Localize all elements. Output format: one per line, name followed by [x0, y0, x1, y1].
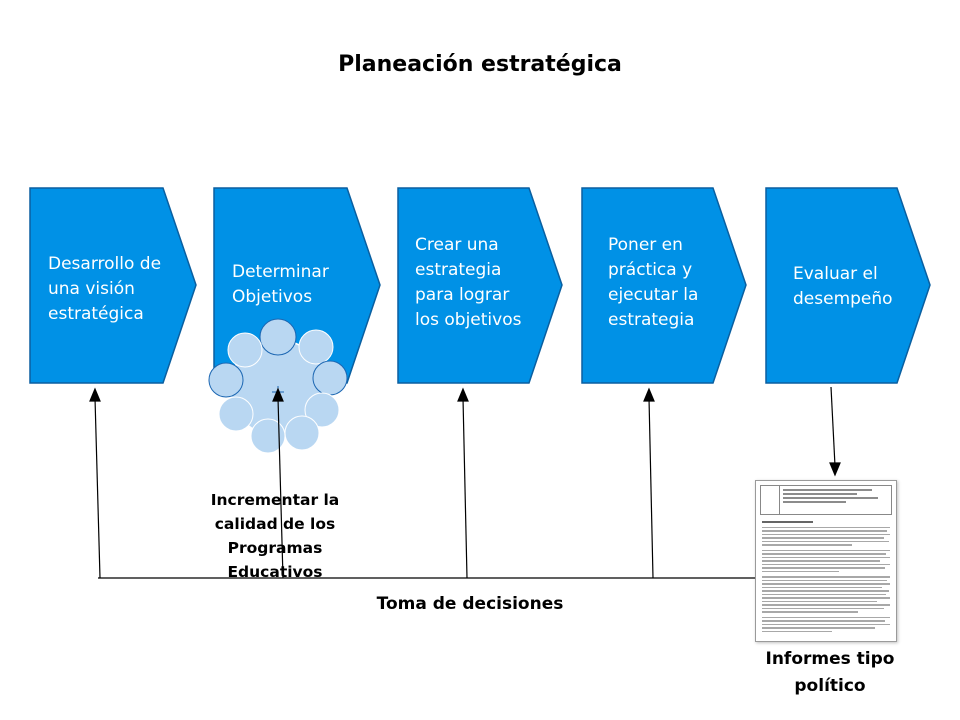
step-shape-3 — [397, 187, 563, 384]
step-shape-4 — [581, 187, 747, 384]
step-label-4: Poner en práctica y ejecutar la estrateg… — [608, 235, 699, 330]
page-title: Planeación estratégica — [338, 52, 622, 77]
feedback-arrow-2 — [277, 397, 284, 579]
goal-caption: Incrementar la calidad de los Programas … — [210, 491, 340, 581]
step-label-2: Determinar Objetivos — [232, 262, 329, 307]
step-label-1: Desarrollo de una visión estratégica — [48, 254, 162, 324]
cycle-bubble — [259, 318, 297, 356]
cycle-bubble — [298, 329, 334, 365]
cycle-bubble — [208, 362, 244, 398]
reports-caption: Informes tipo político — [765, 649, 895, 696]
step-shape-2 — [213, 187, 381, 384]
feedback-arrow-4 — [648, 397, 654, 579]
step-label-5: Evaluar el desempeño — [793, 264, 893, 309]
step-label-3: Crear una estrategia para lograr los obj… — [415, 235, 522, 330]
cycle-bubble — [250, 418, 286, 454]
cycle-bubble — [284, 415, 320, 451]
feedback-arrow-3 — [462, 397, 468, 579]
decision-caption: Toma de decisiones — [376, 594, 564, 614]
cycle-bubble — [227, 332, 263, 368]
report-document-image — [755, 480, 897, 642]
cycle-bubble — [304, 392, 340, 428]
report-arrow — [830, 386, 836, 467]
step-shape-1 — [29, 187, 197, 384]
step-shape-5 — [765, 187, 931, 384]
feedback-arrow-1 — [94, 397, 101, 579]
cycle-bubble — [312, 360, 348, 396]
cycle-bubble — [218, 396, 254, 432]
